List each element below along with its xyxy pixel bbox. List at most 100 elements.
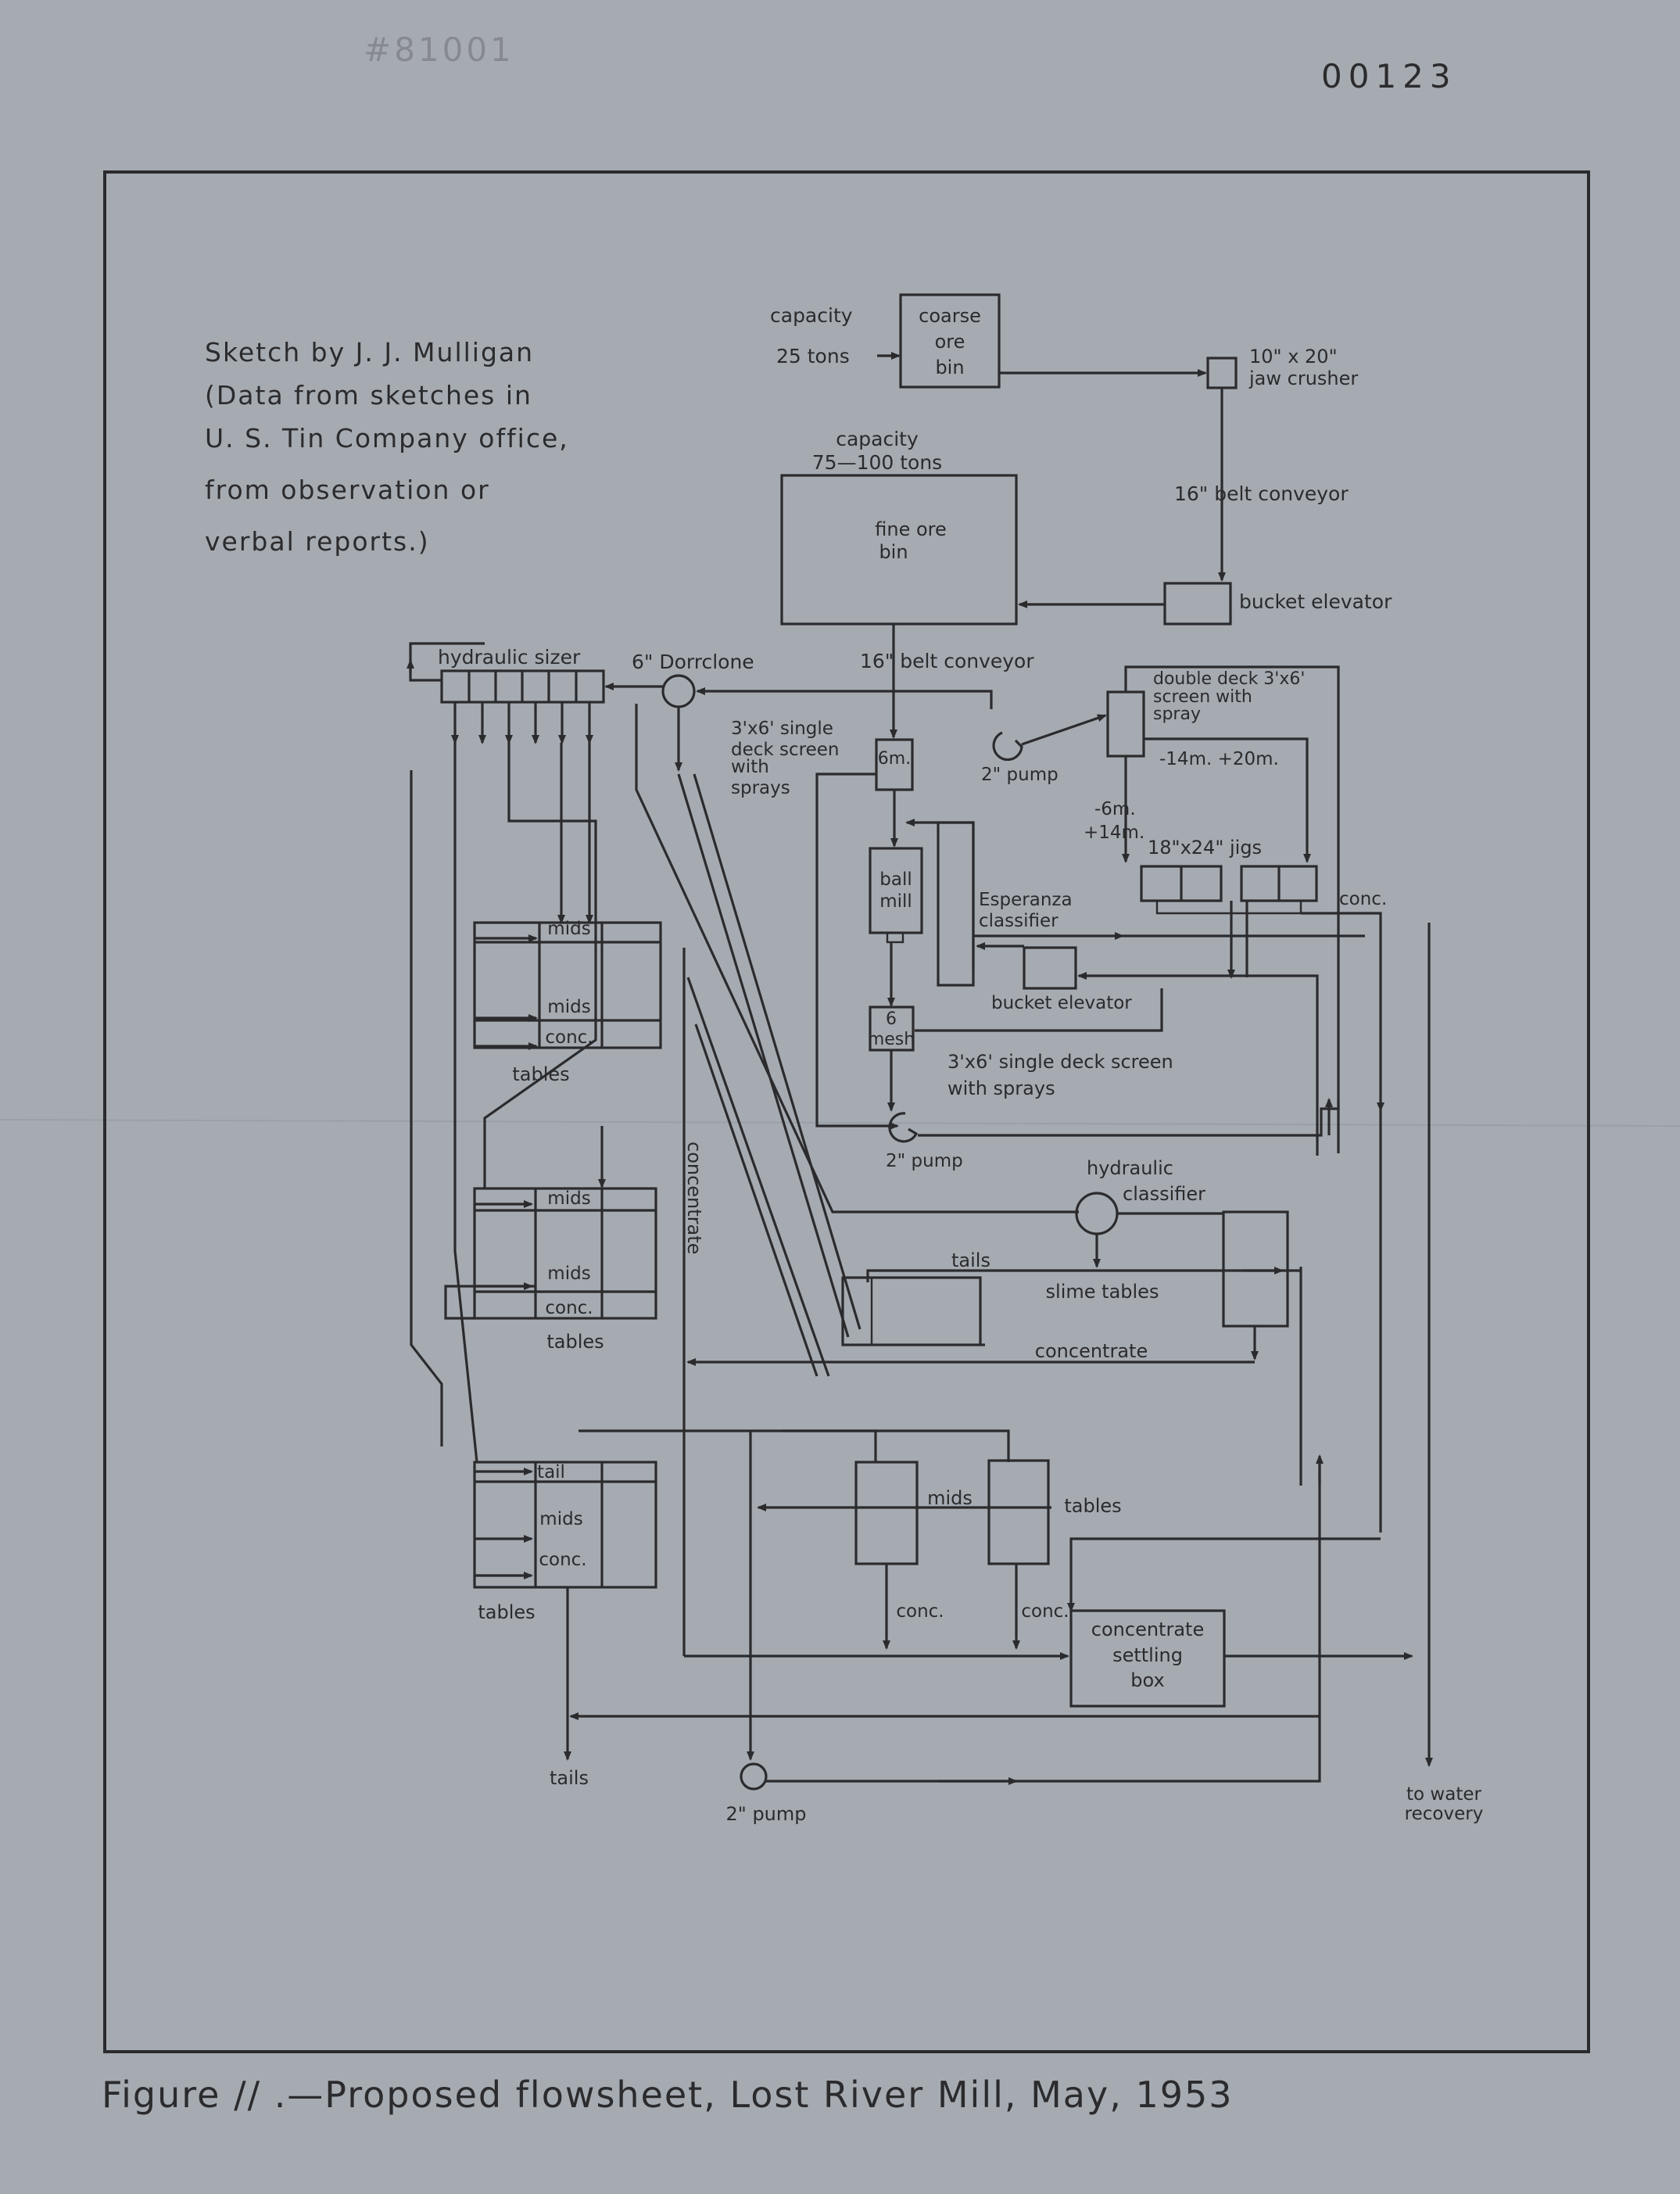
- jig-conc-label: conc.: [1339, 889, 1387, 909]
- tables2-feed: [483, 743, 597, 1188]
- jig-hutch: [1155, 901, 1302, 915]
- credit-line-3: U. S. Tin Company office,: [205, 423, 569, 453]
- slime-tables: [841, 1276, 982, 1346]
- tables-1-conc: conc.: [545, 1027, 593, 1048]
- hydraulic-classifier-l2: classifier: [1123, 1183, 1205, 1205]
- tables-1-label: tables: [512, 1063, 569, 1085]
- concentrate-settling-box: [1069, 1609, 1226, 1708]
- diag-4: [694, 1024, 819, 1377]
- crusher-l2: jaw crusher: [1248, 367, 1358, 389]
- mesh-6-l2: mesh: [868, 1030, 915, 1049]
- jig-conc-to-recovery: [1360, 912, 1384, 1112]
- screen-single-2-l1: 3'x6' single deck screen: [947, 1051, 1173, 1073]
- coarse-bin-l1: coarse: [919, 305, 981, 327]
- settling-box-l3: box: [1130, 1669, 1164, 1691]
- fold-line: [0, 1119, 1680, 1127]
- settling-feed-from-right: [1067, 1537, 1381, 1612]
- tables-2-label: tables: [546, 1331, 604, 1353]
- settling-box-l2: settling: [1112, 1644, 1183, 1666]
- figure-caption: Figure // .—Proposed flowsheet, Lost Riv…: [102, 2074, 1234, 2116]
- credit-line-5: verbal reports.): [205, 526, 430, 557]
- pump-mid-to-dorrclone: [918, 1101, 1340, 1137]
- tables-right-2: [987, 1459, 1050, 1565]
- conc-r1-label: conc.: [896, 1601, 944, 1622]
- double-deck-l2: screen with: [1153, 687, 1252, 707]
- size-14-20: -14m. +20m.: [1159, 749, 1279, 769]
- coarse-ore-bin: [899, 293, 1001, 389]
- settling-box-l1: concentrate: [1091, 1619, 1204, 1640]
- concentrate-vertical-label: concentrate: [683, 1142, 705, 1254]
- ball-mill-l1: ball: [879, 869, 912, 890]
- screen-6m-label: 6m.: [878, 749, 911, 769]
- credit-block: Sketch by J. J. Mulligan (Data from sket…: [205, 337, 569, 557]
- slime-tails-label: tails: [951, 1249, 990, 1271]
- tables3-feed-a: [453, 743, 478, 1463]
- fine-bin-l1: fine ore: [875, 518, 947, 540]
- pump-mid-label: 2" pump: [886, 1151, 963, 1171]
- esperanza-l2: classifier: [979, 911, 1059, 931]
- coarse-bin-l2: ore: [935, 331, 965, 353]
- stamp-number: #81001: [364, 30, 514, 69]
- screen-single-l4: sprays: [731, 778, 790, 798]
- tables-2-mids-b: mids: [547, 1264, 590, 1284]
- jigs-label: 18"x24" jigs: [1148, 837, 1262, 859]
- credit-line-1: Sketch by J. J. Mulligan: [205, 337, 534, 367]
- pump-mid: [888, 1112, 919, 1143]
- screen-oversize-to-pump: [815, 773, 899, 1130]
- screen-single-l2: deck screen: [731, 740, 839, 760]
- tables-3-label: tables: [478, 1601, 535, 1623]
- fine-bin-l2: bin: [879, 541, 908, 563]
- tables-right-label: tables: [1064, 1495, 1121, 1517]
- screen-single-2-l2: with sprays: [947, 1077, 1055, 1099]
- conc-r2-label: conc.: [1021, 1601, 1069, 1622]
- tables-1-mids-b: mids: [547, 997, 590, 1017]
- tables-3: [473, 1461, 657, 1589]
- jig-tails-to-elevator: [1077, 972, 1319, 1156]
- tables-3-conc: conc.: [539, 1550, 586, 1570]
- double-deck-l1: double deck 3'x6': [1153, 669, 1305, 689]
- tables3-feed-b: [410, 770, 443, 1447]
- tables-1: [473, 921, 662, 1049]
- dd-to-jig-right: [1144, 737, 1311, 863]
- belt-conveyor-2: 16" belt conveyor: [860, 650, 1034, 672]
- esperanza-l1: Esperanza: [979, 890, 1073, 910]
- dd-return-to-dorrclone: [1124, 665, 1340, 1153]
- dorrclone-label: 6" Dorrclone: [632, 651, 754, 673]
- coarse-bin-l3: bin: [935, 357, 964, 378]
- fine-ore-bin: [780, 474, 1018, 626]
- tails-bottom-label: tails: [550, 1767, 589, 1789]
- screen-single-l1: 3'x6' single: [731, 719, 833, 739]
- belt-conveyor-1: 16" belt conveyor: [1174, 482, 1349, 505]
- ball-mill-l2: mill: [879, 891, 912, 912]
- diagonal-slime-feed: [635, 704, 1079, 1214]
- document-number: 00123: [1321, 57, 1457, 95]
- capacity-label: capacity: [770, 304, 853, 327]
- screen-single-l3: with: [731, 757, 769, 777]
- slime-tables-label: slime tables: [1046, 1281, 1159, 1303]
- esperanza-classifier: [937, 821, 975, 987]
- hydraulic-sizer-label: hydraulic sizer: [438, 646, 581, 669]
- diag-3: [686, 977, 830, 1377]
- pump-top: [992, 731, 1023, 762]
- drawing-frame: [103, 170, 1590, 2053]
- hydraulic-classifier-l1: hydraulic: [1087, 1157, 1173, 1179]
- tables-2-mids-a: mids: [547, 1188, 590, 1209]
- bucket-elevator-2: [1023, 946, 1077, 990]
- credit-line-2: (Data from sketches in: [205, 380, 532, 410]
- bucket-elevator-2-label: bucket elevator: [991, 993, 1132, 1013]
- pump-bottom: [740, 1762, 768, 1791]
- diag-2: [693, 773, 861, 1330]
- mesh-oversize-to-elevator: [915, 988, 1163, 1032]
- pump-to-double-deck: [1021, 714, 1107, 746]
- dorrclone-feed: [696, 687, 993, 709]
- tables2-loop: [444, 1285, 536, 1320]
- diag-1: [677, 773, 850, 1338]
- tables-1-mids-a: mids: [547, 919, 590, 939]
- tables-right-feed-2: [782, 1429, 1010, 1462]
- size-6-14-l1: -6m.: [1094, 799, 1136, 819]
- pump-top-label: 2" pump: [981, 765, 1059, 785]
- tables-2-conc: conc.: [545, 1298, 593, 1318]
- concentrate-h-label: concentrate: [1035, 1340, 1148, 1362]
